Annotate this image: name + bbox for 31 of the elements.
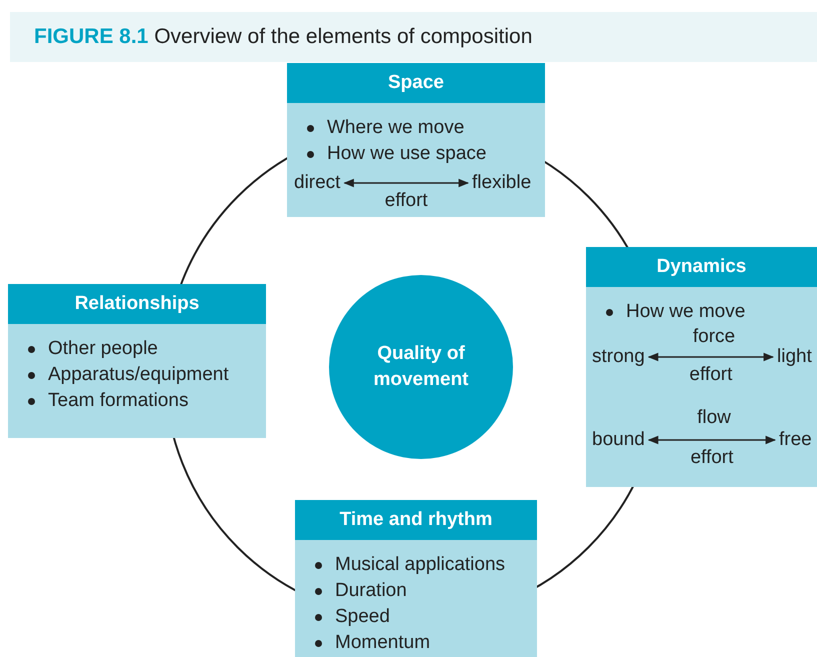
effort-term: bound — [592, 429, 645, 451]
bullet-text: Apparatus/equipment — [48, 364, 229, 385]
figure-title: FIGURE 8.1 Overview of the elements of composition — [10, 12, 817, 62]
panel-heading: Dynamics — [586, 247, 817, 287]
double-arrow — [648, 436, 776, 444]
bullet-text: Momentum — [335, 632, 430, 653]
effort-term: direct — [294, 172, 340, 194]
bullet-text: Duration — [335, 580, 407, 601]
effort-heading: flow — [697, 407, 731, 429]
bullet-text: How we move — [626, 301, 746, 322]
center-circle: Quality of movement — [329, 275, 513, 459]
bullet-text: Team formations — [48, 390, 188, 411]
effort-term: strong — [592, 346, 645, 368]
bullet-text: Other people — [48, 338, 158, 359]
effort-term: free — [779, 429, 812, 451]
bullet-text: How we use space — [327, 143, 486, 164]
bullet-text: Musical applications — [335, 554, 506, 575]
dynamics-panel — [586, 247, 817, 487]
effort-term: flexible — [472, 172, 532, 194]
panel-heading: Time and rhythm — [295, 500, 537, 540]
bullet-text: Speed — [335, 606, 390, 627]
relationships-panel — [8, 284, 266, 438]
panel-heading: Space — [287, 63, 545, 103]
effort-heading: force — [692, 326, 736, 348]
double-arrow — [648, 352, 774, 362]
time-rhythm-panel — [295, 500, 537, 657]
effort-term: light — [777, 346, 812, 368]
space-panel — [287, 63, 545, 217]
panel-heading: Relationships — [8, 284, 266, 324]
bullet-text: Where we move — [327, 117, 464, 138]
double-arrow — [343, 178, 470, 188]
